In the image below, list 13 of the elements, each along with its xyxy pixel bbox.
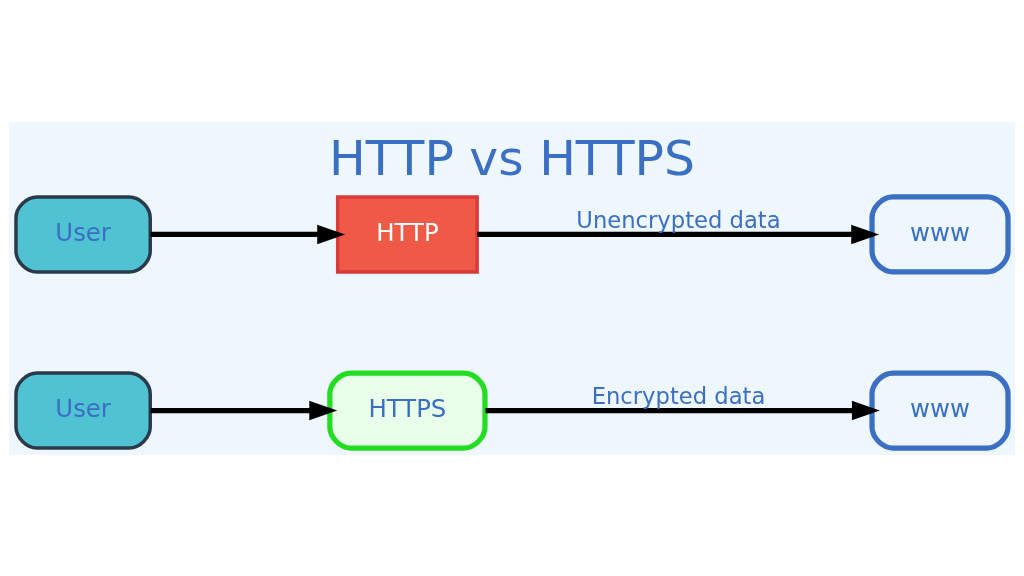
node-box: User: [14, 194, 152, 274]
node-box: www: [869, 369, 1011, 451]
arrow: [150, 400, 338, 420]
node-box: HTTP: [335, 194, 479, 274]
arrow: [150, 224, 346, 244]
diagram-title: HTTP vs HTTPS: [328, 129, 696, 187]
node-box: User: [14, 370, 152, 450]
arrow: [485, 400, 880, 420]
node-box: www: [869, 193, 1011, 275]
node-box: HTTPS: [327, 369, 488, 451]
arrow: [477, 224, 880, 244]
edge-label: Unencrypted data: [576, 206, 781, 233]
edge-label: Encrypted data: [591, 382, 766, 409]
